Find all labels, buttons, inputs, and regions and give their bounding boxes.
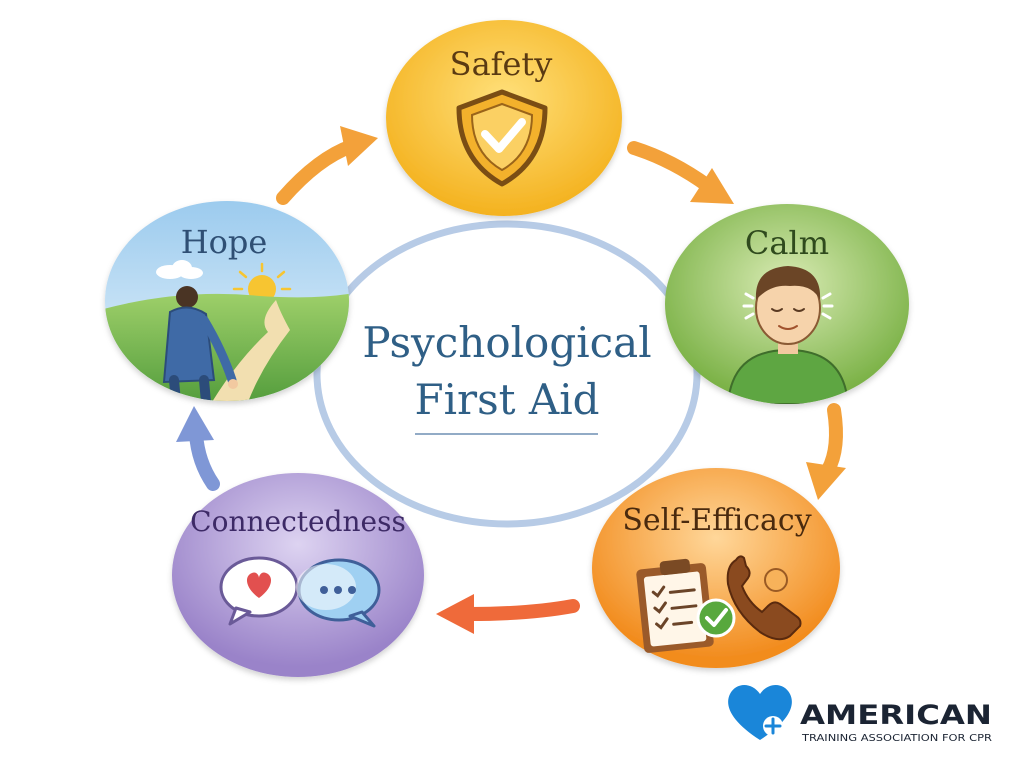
logo-tagline: TRAINING ASSOCIATION FOR CPR [801, 733, 992, 744]
cloud-icon [156, 260, 203, 279]
heart-plus-logo-icon [728, 685, 792, 740]
heart-bubble-icon [219, 556, 299, 626]
center-title-line1: Psychological [362, 318, 651, 367]
arrow-safety-to-calm [627, 141, 734, 204]
phone-icon [726, 555, 802, 641]
center-circle: Psychological First Aid [313, 220, 701, 528]
arrow-connectedness-to-hope [176, 406, 220, 491]
arrow-calm-to-self-efficacy [806, 403, 846, 500]
clipboard-icon [636, 558, 714, 653]
brand-logo: AMERICAN TRAINING ASSOCIATION FOR CPR [728, 685, 992, 744]
path-sunrise-icon [105, 260, 349, 401]
node-label-calm: Calm [745, 224, 829, 262]
node-self-efficacy [592, 468, 840, 668]
shield-check-icon [456, 89, 548, 187]
ellipsis-bubble-icon [296, 558, 381, 628]
node-label-self-efficacy: Self-Efficacy [622, 503, 811, 538]
checklist-phone-icon [636, 555, 802, 653]
arrow-self-efficacy-to-connectedness [436, 594, 580, 634]
arrow-hope-to-safety [276, 126, 378, 205]
speech-bubbles-icon [219, 556, 381, 628]
node-connectedness [172, 473, 424, 677]
node-label-hope: Hope [181, 223, 268, 261]
node-label-connectedness: Connectedness [190, 505, 406, 538]
check-badge-icon [696, 598, 736, 638]
cycle-arrows [176, 126, 846, 634]
node-label-safety: Safety [450, 45, 553, 83]
calm-person-icon [726, 266, 850, 404]
walking-person-icon [162, 286, 238, 401]
logo-wordmark: AMERICAN [800, 700, 992, 731]
center-title-line2: First Aid [414, 375, 599, 424]
